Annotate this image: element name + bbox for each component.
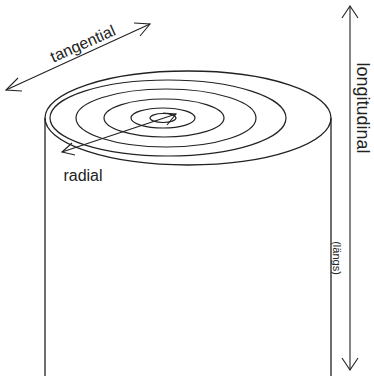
- german-label: (längs): [331, 241, 342, 275]
- direction-label: radial: [63, 168, 102, 184]
- direction-arrows: [6, 6, 358, 370]
- log-cylinder: [45, 71, 331, 376]
- direction-label: longitudinal: [354, 62, 372, 153]
- growth-rings: [50, 80, 286, 156]
